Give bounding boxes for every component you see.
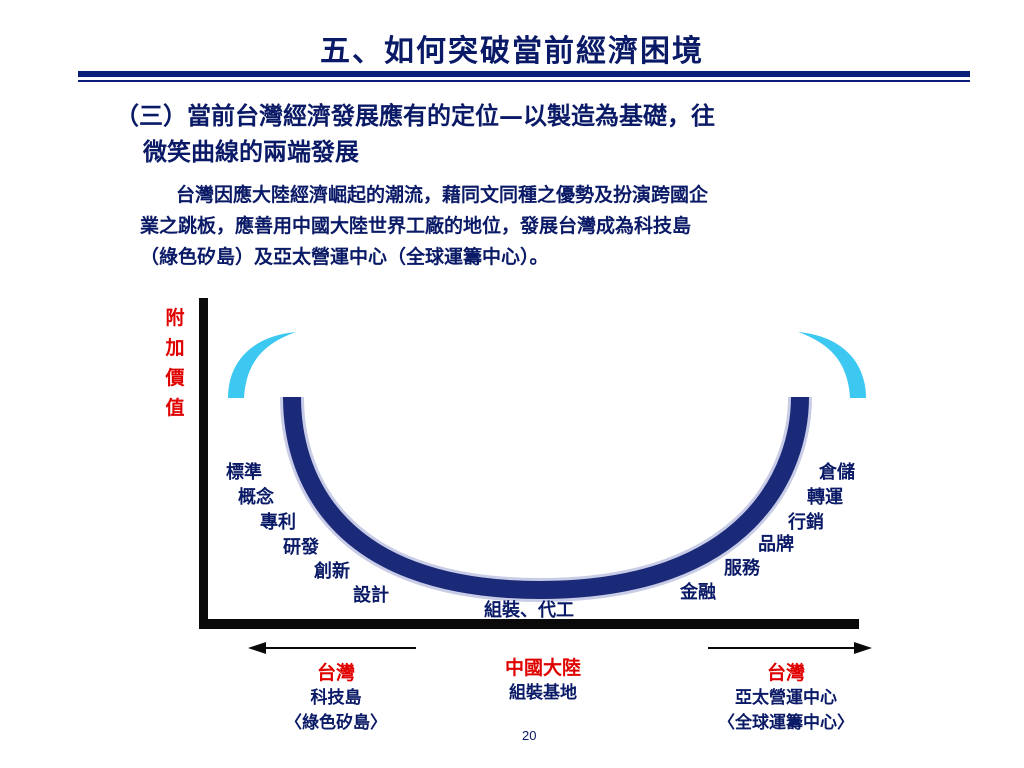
left-label-rnd: 研發 bbox=[283, 537, 319, 558]
title-underline-thin bbox=[78, 80, 970, 82]
right-crescent-icon bbox=[798, 332, 866, 398]
body-paragraph-line3: （綠色矽島）及亞太營運中心（全球運籌中心）。 bbox=[140, 246, 549, 268]
section-heading-line1: （三）當前台灣經濟發展應有的定位—以製造為基礎，往 bbox=[115, 101, 715, 130]
body-paragraph-line2: 業之跳板，應善用中國大陸世界工廠的地位，發展台灣成為科技島 bbox=[140, 215, 692, 237]
y-axis-label-char: 附 bbox=[165, 307, 185, 329]
section-heading: （三）當前台灣經濟發展應有的定位—以製造為基礎，往 微笑曲線的兩端發展 bbox=[115, 98, 985, 170]
left-label-innovation: 創新 bbox=[314, 561, 350, 582]
x-axis bbox=[199, 619, 859, 629]
y-axis-label: 附 加 價 值 bbox=[160, 303, 190, 423]
left-crescent-icon bbox=[228, 332, 296, 398]
body-paragraph-line1: 台灣因應大陸經濟崛起的潮流，藉同文同種之優勢及扮演跨國企 bbox=[176, 184, 709, 206]
title-underline-thick bbox=[78, 71, 970, 77]
left-arrow-head-icon bbox=[248, 642, 266, 654]
caption-right-line1: 亞太營運中心 bbox=[735, 688, 837, 708]
right-arrow-head-icon bbox=[854, 642, 872, 654]
left-label-concept: 概念 bbox=[238, 487, 274, 508]
right-label-storage: 倉儲 bbox=[819, 462, 855, 483]
left-label-standard: 標準 bbox=[226, 462, 262, 483]
right-label-marketing: 行銷 bbox=[788, 512, 824, 533]
y-axis-label-char: 加 bbox=[165, 337, 185, 359]
caption-right-region: 台灣 bbox=[766, 662, 805, 684]
left-label-design: 設計 bbox=[353, 585, 389, 606]
caption-left-line1: 科技島 bbox=[310, 688, 362, 708]
right-label-transshipment: 轉運 bbox=[807, 487, 843, 508]
right-label-service: 服務 bbox=[724, 558, 760, 579]
right-label-brand: 品牌 bbox=[758, 534, 794, 555]
caption-center-region: 中國大陸 bbox=[504, 657, 581, 679]
page-title: 五、如何突破當前經濟困境 bbox=[320, 34, 704, 69]
caption-right-line2: 〈全球運籌中心〉 bbox=[718, 713, 854, 733]
left-label-patent: 專利 bbox=[260, 512, 296, 533]
caption-center-line1: 組裝基地 bbox=[509, 683, 577, 703]
section-heading-line2: 微笑曲線的兩端發展 bbox=[143, 137, 359, 166]
body-paragraph: 台灣因應大陸經濟崛起的潮流，藉同文同種之優勢及扮演跨國企 業之跳板，應善用中國大… bbox=[140, 180, 980, 273]
caption-left: 台灣 科技島 〈綠色矽島〉 bbox=[266, 660, 406, 736]
y-axis bbox=[199, 298, 208, 628]
bottom-label-assembly: 組裝、代工 bbox=[484, 600, 574, 621]
caption-left-region: 台灣 bbox=[316, 662, 355, 684]
caption-center: 中國大陸 組裝基地 bbox=[478, 655, 608, 706]
caption-left-line2: 〈綠色矽島〉 bbox=[285, 713, 387, 733]
y-axis-label-char: 價 bbox=[165, 367, 185, 389]
caption-right: 台灣 亞太營運中心 〈全球運籌中心〉 bbox=[696, 660, 876, 736]
right-label-finance: 金融 bbox=[680, 582, 716, 603]
smile-curve bbox=[283, 396, 809, 600]
y-axis-label-char: 值 bbox=[165, 397, 185, 419]
page-number: 20 bbox=[522, 728, 537, 743]
